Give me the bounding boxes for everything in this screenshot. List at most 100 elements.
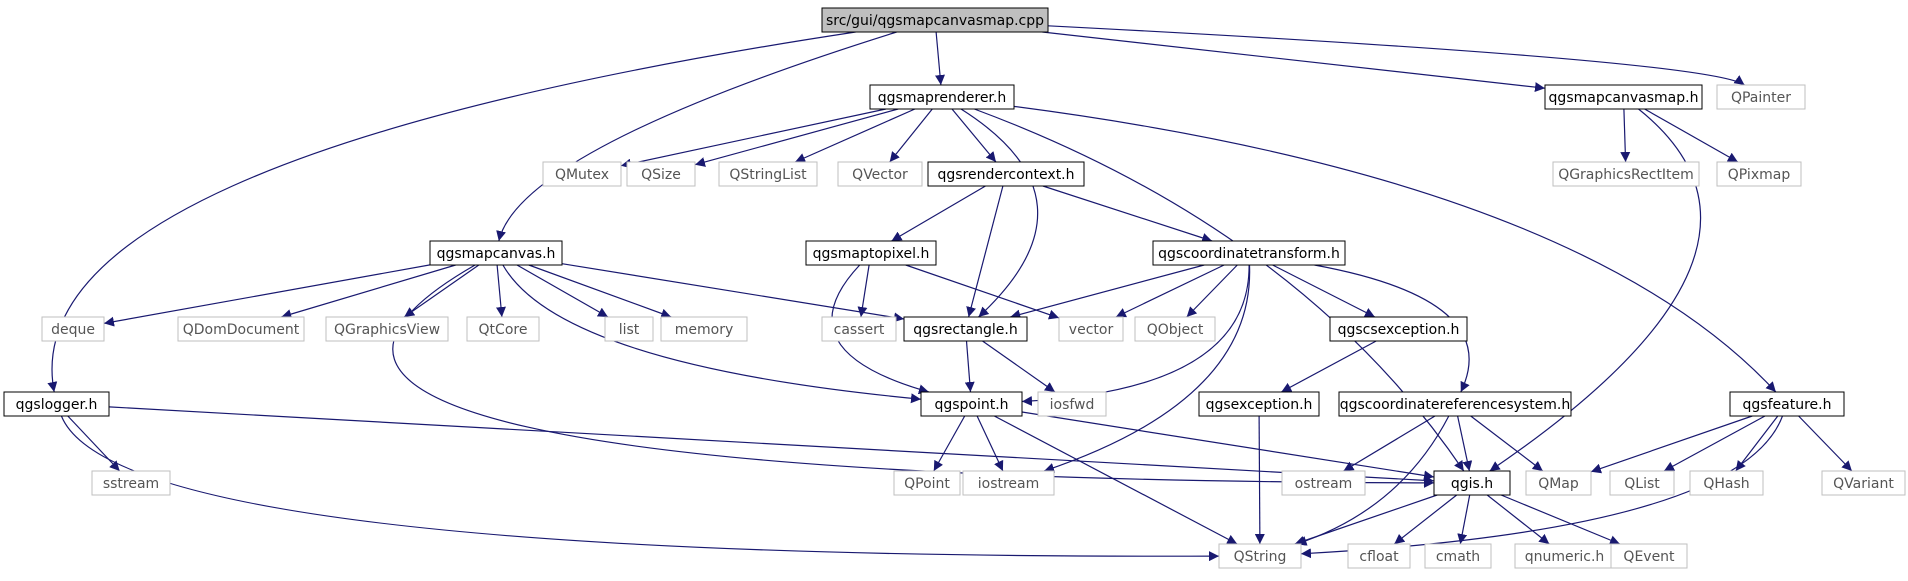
node-qgslogger[interactable]: qgslogger.h xyxy=(3,391,110,417)
node-label-qgis: qgis.h xyxy=(1451,476,1493,492)
edge-root-to-qgsmaprenderer xyxy=(935,31,945,86)
node-cassert[interactable]: cassert xyxy=(821,316,897,342)
node-qmutex[interactable]: QMutex xyxy=(542,161,622,187)
node-qgsmaptopixel[interactable]: qgsmaptopixel.h xyxy=(805,240,937,266)
edge-qgsfeature-to-qvariant xyxy=(1798,415,1853,472)
edge-qgsrendercontext-to-qgsrectangle xyxy=(966,185,1004,318)
node-qhash[interactable]: QHash xyxy=(1689,470,1764,496)
node-cfloat[interactable]: cfloat xyxy=(1347,543,1411,569)
node-box-qgsrendercontext xyxy=(927,161,1085,187)
node-qstring[interactable]: QString xyxy=(1218,543,1302,569)
node-qgsrendercontext[interactable]: qgsrendercontext.h xyxy=(927,161,1085,187)
node-box-qobject xyxy=(1134,316,1216,342)
node-qstringlist[interactable]: QStringList xyxy=(718,161,818,187)
node-qpoint[interactable]: QPoint xyxy=(893,470,961,496)
node-qgsmaprenderer[interactable]: qgsmaprenderer.h xyxy=(869,84,1015,110)
edge-qgis-to-qnumeric xyxy=(1486,494,1550,545)
node-qgscoordinatetransform[interactable]: qgscoordinatetransform.h xyxy=(1152,240,1346,266)
node-qdomdocument[interactable]: QDomDocument xyxy=(177,316,305,342)
edge-qgscoordinatetransform-to-qgscrs xyxy=(1314,264,1470,393)
node-label-root: src/gui/qgsmapcanvasmap.cpp xyxy=(826,13,1044,29)
node-qgsmapcanvasmap[interactable]: qgsmapcanvasmap.h xyxy=(1544,84,1703,110)
node-label-deque: deque xyxy=(51,322,95,338)
node-qgraphicsview[interactable]: QGraphicsView xyxy=(325,316,449,342)
node-label-qsize: QSize xyxy=(641,167,681,183)
node-box-qsize xyxy=(626,161,696,187)
node-ostream[interactable]: ostream xyxy=(1281,470,1366,496)
node-label-qgsrectangle: qgsrectangle.h xyxy=(913,322,1017,338)
node-qgsmapcanvas[interactable]: qgsmapcanvas.h xyxy=(429,240,563,266)
node-box-root xyxy=(821,7,1049,33)
node-qpixmap[interactable]: QPixmap xyxy=(1716,161,1802,187)
node-box-qgspoint xyxy=(920,391,1023,417)
node-label-qgscrs: qgscoordinatereferencesystem.h xyxy=(1340,397,1571,413)
node-qtcore[interactable]: QtCore xyxy=(466,316,540,342)
node-qmap[interactable]: QMap xyxy=(1525,470,1592,496)
node-iosfwd[interactable]: iosfwd xyxy=(1037,391,1107,417)
node-box-qgsexception xyxy=(1198,391,1320,417)
node-label-qgsmaprenderer: qgsmaprenderer.h xyxy=(878,90,1006,106)
node-root[interactable]: src/gui/qgsmapcanvasmap.cpp xyxy=(821,7,1049,33)
node-box-cmath xyxy=(1424,543,1492,569)
edge-qgsmaptopixel-to-vector xyxy=(905,264,1060,320)
node-box-cfloat xyxy=(1347,543,1411,569)
node-qsize[interactable]: QSize xyxy=(626,161,696,187)
node-qgscrs[interactable]: qgscoordinatereferencesystem.h xyxy=(1338,391,1572,417)
node-box-ostream xyxy=(1281,470,1366,496)
edge-qgis-to-cfloat xyxy=(1393,494,1458,545)
node-label-vector: vector xyxy=(1069,322,1114,338)
node-memory[interactable]: memory xyxy=(660,316,748,342)
node-box-qmutex xyxy=(542,161,622,187)
node-cmath[interactable]: cmath xyxy=(1424,543,1492,569)
node-qgspoint[interactable]: qgspoint.h xyxy=(920,391,1023,417)
edge-qgsmapcanvas-to-deque xyxy=(103,264,431,327)
edge-qgsmaptopixel-to-cassert xyxy=(857,264,870,318)
node-label-qvector: QVector xyxy=(852,167,908,183)
edge-root-to-qgsmapcanvasmap xyxy=(1042,31,1546,93)
edge-qgspoint-to-qpoint xyxy=(933,415,966,472)
edge-qgsmapcanvas-to-qtcore xyxy=(496,264,506,318)
edge-qgslogger-to-sstream xyxy=(67,415,121,472)
node-box-qmap xyxy=(1525,470,1592,496)
node-box-qgscoordinatetransform xyxy=(1152,240,1346,266)
edge-qgsfeature-to-qmap xyxy=(1590,415,1753,474)
node-qgraphicsrectitem[interactable]: QGraphicsRectItem xyxy=(1552,161,1700,187)
node-qgsexception[interactable]: qgsexception.h xyxy=(1198,391,1320,417)
edge-qgsrendercontext-to-qgscoordinatetransform xyxy=(1042,185,1213,243)
edge-qgsfeature-to-qlist xyxy=(1663,415,1766,472)
edge-qgis-to-qevent xyxy=(1500,494,1621,545)
node-qlist[interactable]: QList xyxy=(1609,470,1675,496)
node-qgsrectangle[interactable]: qgsrectangle.h xyxy=(903,316,1028,342)
node-qevent[interactable]: QEvent xyxy=(1610,543,1688,569)
node-label-memory: memory xyxy=(675,322,734,338)
node-vector[interactable]: vector xyxy=(1058,316,1124,342)
edge-qgsrendercontext-to-qgsmaptopixel xyxy=(891,185,986,242)
node-deque[interactable]: deque xyxy=(41,316,105,342)
node-list[interactable]: list xyxy=(604,316,654,342)
edge-qgscrs-to-qgis xyxy=(1457,415,1473,472)
node-label-qdomdocument: QDomDocument xyxy=(183,322,300,338)
node-qgis[interactable]: qgis.h xyxy=(1433,470,1511,496)
edge-qgscsexception-to-qgsexception xyxy=(1281,340,1377,393)
node-qvector[interactable]: QVector xyxy=(837,161,923,187)
edge-qgsfeature-to-qstring xyxy=(1300,415,1784,559)
node-label-qgraphicsrectitem: QGraphicsRectItem xyxy=(1558,167,1694,183)
node-qobject[interactable]: QObject xyxy=(1134,316,1216,342)
node-iostream[interactable]: iostream xyxy=(962,470,1055,496)
edge-qgscrs-to-qmap xyxy=(1470,415,1544,472)
edge-qgscrs-to-ostream xyxy=(1343,415,1436,472)
node-box-iostream xyxy=(962,470,1055,496)
node-box-cassert xyxy=(821,316,897,342)
node-qvariant[interactable]: QVariant xyxy=(1821,470,1906,496)
node-box-qtcore xyxy=(466,316,540,342)
node-sstream[interactable]: sstream xyxy=(91,470,171,496)
node-qnumeric[interactable]: qnumeric.h xyxy=(1514,543,1615,569)
edges-layer xyxy=(47,25,1853,562)
node-qgsfeature[interactable]: qgsfeature.h xyxy=(1729,391,1845,417)
node-qpainter[interactable]: QPainter xyxy=(1716,84,1806,110)
node-label-qmutex: QMutex xyxy=(555,167,609,183)
node-box-qgsfeature xyxy=(1729,391,1845,417)
node-label-qlist: QList xyxy=(1624,476,1660,492)
node-qgscsexception[interactable]: qgscsexception.h xyxy=(1329,316,1468,342)
node-box-qevent xyxy=(1610,543,1688,569)
